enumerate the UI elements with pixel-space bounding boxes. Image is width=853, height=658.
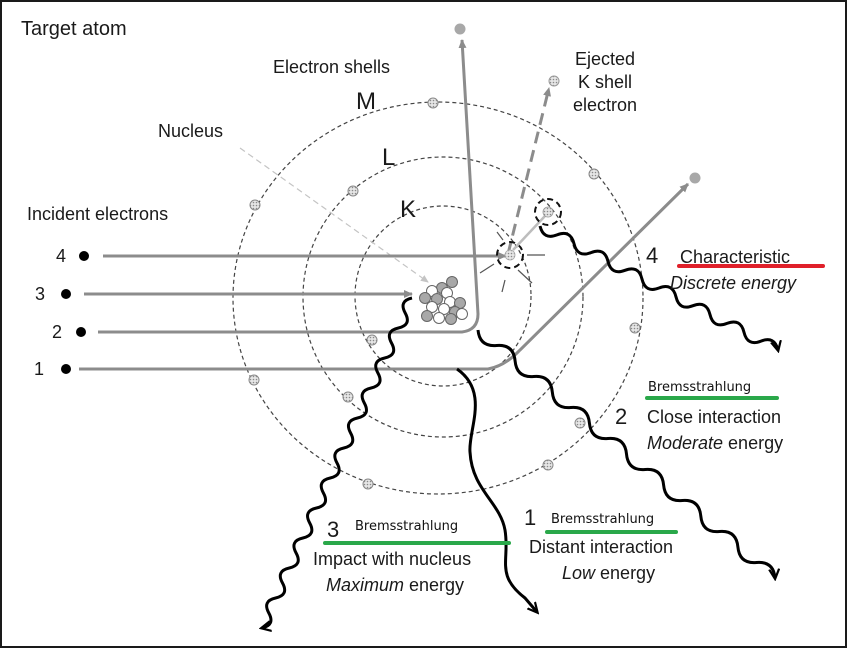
interaction-3-energy: Maximum energy (326, 576, 464, 594)
incident-number-1: 1 (34, 359, 45, 379)
shell-m (232, 101, 644, 495)
path-2-line (98, 39, 480, 334)
incident-number-2: 2 (52, 322, 63, 342)
l-shell-electron-transition (512, 198, 562, 251)
shell-electron (588, 168, 600, 180)
interaction-3-emph: Maximum (326, 575, 405, 595)
bremsstrahlung-2-underline (645, 396, 779, 400)
interaction-1-number: 1 (524, 505, 537, 530)
characteristic-underline (677, 264, 825, 268)
interaction-1-emph: Low (562, 563, 596, 583)
proton (419, 292, 431, 304)
shell-k (354, 205, 532, 387)
neutron (438, 303, 450, 315)
shell-electron (427, 97, 439, 109)
neutron (426, 301, 438, 313)
shell-k-label: K (400, 196, 417, 223)
shell-electron (347, 185, 359, 197)
shell-m-label: M (356, 88, 376, 115)
interaction-3-number: 3 (327, 517, 340, 542)
shell-electrons (248, 97, 641, 490)
shell-electron (574, 417, 586, 429)
nucleus-label: Nucleus (158, 121, 224, 141)
diagram-title: Target atom (21, 18, 127, 40)
shell-l-label: L (382, 144, 396, 171)
interaction-2-emph: Moderate (647, 433, 724, 453)
shell-l (302, 156, 584, 438)
shell-electron (542, 459, 554, 471)
incident-number-3: 3 (35, 284, 46, 304)
interaction-3-line1: Impact with nucleus (313, 549, 472, 569)
photon-1-bremsstrahlung (456, 367, 537, 612)
interaction-2-rest: energy (723, 433, 784, 453)
ejected-k-electron (548, 75, 560, 87)
proton (445, 313, 457, 325)
shell-electron (249, 199, 261, 211)
shell-electron (629, 322, 641, 334)
interaction-1-energy: Low energy (562, 564, 655, 582)
interaction-1-rest: energy (595, 563, 656, 583)
interaction-2-type: Bremsstrahlung (648, 380, 752, 395)
interaction-2-number: 2 (615, 404, 628, 429)
nucleus-pointer-arrow (239, 147, 429, 283)
photon-2-bremsstrahlung (476, 329, 775, 578)
ejected-label-line3: electron (572, 95, 638, 115)
ejected-label-line1: Ejected (574, 49, 636, 69)
electron-shells (232, 101, 644, 495)
bremsstrahlung-3-underline (323, 541, 511, 545)
photons (262, 225, 778, 628)
incident-electrons-label: Incident electrons (27, 204, 169, 224)
incident-electron-2 (76, 327, 86, 337)
shell-electron (362, 478, 374, 490)
diagram-frame (0, 0, 847, 648)
neutron (433, 312, 445, 324)
interaction-2-line1: Close interaction (647, 407, 782, 427)
ejected-electron-path (506, 87, 551, 255)
electron-shells-label: Electron shells (273, 57, 391, 77)
incident-electron-dots (61, 251, 89, 374)
interaction-1-type: Bremsstrahlung (551, 512, 655, 527)
shell-electron (248, 374, 260, 386)
interaction-3-rest: energy (404, 575, 465, 595)
photon-3-bremsstrahlung (262, 296, 413, 628)
interaction-2-energy: Moderate energy (647, 434, 783, 452)
path-1-line (79, 182, 690, 371)
ejected-k-electron-label: Ejected K shell electron (564, 48, 646, 117)
bremsstrahlung-1-underline (545, 530, 678, 534)
k-shell-vacancy (479, 231, 545, 293)
incident-electron-3 (61, 289, 71, 299)
interaction-4-number: 4 (646, 243, 659, 268)
proton (446, 276, 458, 288)
incident-electron-1 (61, 364, 71, 374)
incident-electron-4 (79, 251, 89, 261)
interaction-4-detail: Discrete energy (670, 273, 797, 293)
incident-number-4: 4 (56, 246, 67, 266)
scattered-electron-2 (454, 23, 466, 35)
interaction-4-type: Characteristic (680, 247, 791, 267)
proton (421, 310, 433, 322)
neutron (456, 308, 468, 320)
interaction-1-line1: Distant interaction (529, 537, 674, 557)
photon-4-characteristic (538, 225, 778, 350)
nucleus (419, 276, 468, 325)
scattered-electron-1 (689, 172, 701, 184)
incident-paths (79, 39, 690, 371)
shell-electron (342, 391, 354, 403)
shell-electron (366, 334, 378, 346)
interaction-3-type: Bremsstrahlung (355, 519, 459, 534)
ejected-label-line2: K shell (577, 72, 633, 92)
